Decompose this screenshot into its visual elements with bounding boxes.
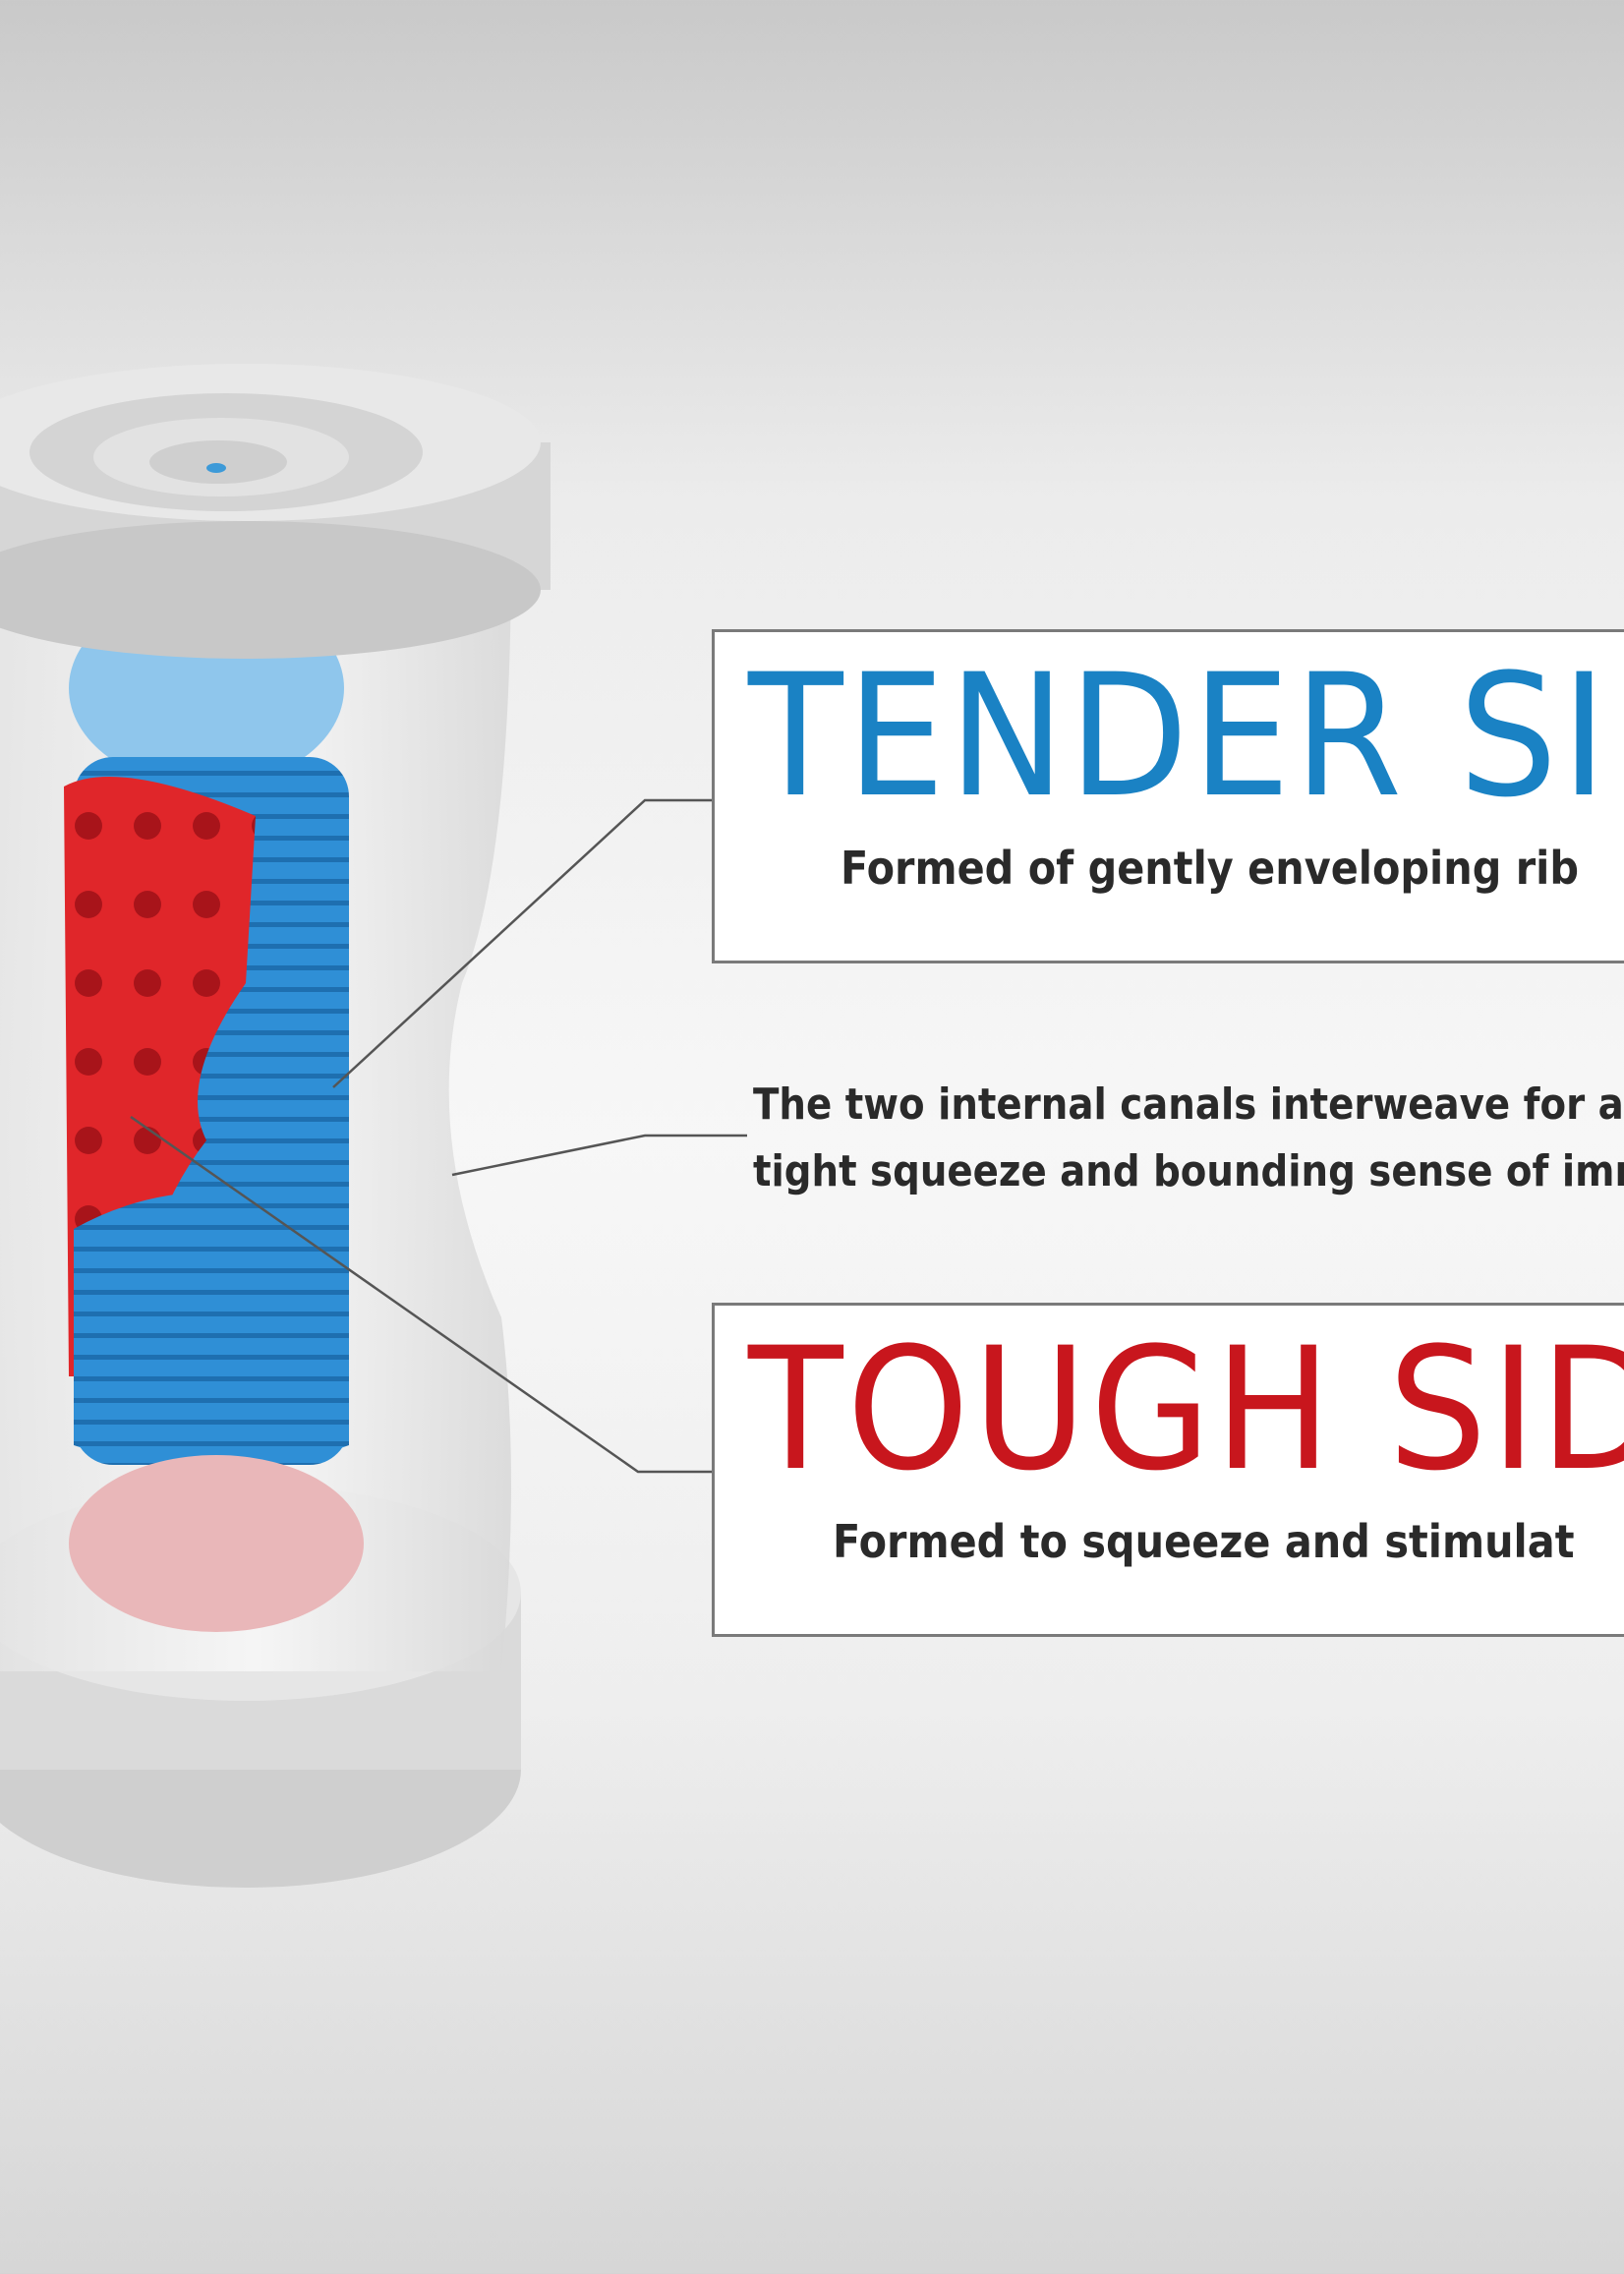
tender-side-callout: TENDER SID Formed of gently enveloping r… xyxy=(712,629,1624,963)
tough-leader-line xyxy=(130,1115,712,1474)
tough-side-title: TOUGH SID xyxy=(748,1311,1624,1508)
interweave-description: The two internal canals interweave for a… xyxy=(753,1072,1624,1205)
tender-side-title: TENDER SID xyxy=(748,637,1624,835)
interweave-line-1: The two internal canals interweave for a xyxy=(753,1079,1624,1130)
interweave-line-2: tight squeeze and bounding sense of imm xyxy=(753,1146,1624,1196)
top-cap xyxy=(0,364,551,659)
inner-canals xyxy=(64,590,364,1632)
tender-side-description: Formed of gently enveloping rib xyxy=(841,842,1580,895)
tough-side-callout: TOUGH SID Formed to squeeze and stimulat xyxy=(712,1303,1624,1637)
tough-side-description: Formed to squeeze and stimulat xyxy=(833,1515,1575,1568)
tender-leader-line xyxy=(332,798,712,1088)
middle-leader-line xyxy=(451,1134,747,1177)
